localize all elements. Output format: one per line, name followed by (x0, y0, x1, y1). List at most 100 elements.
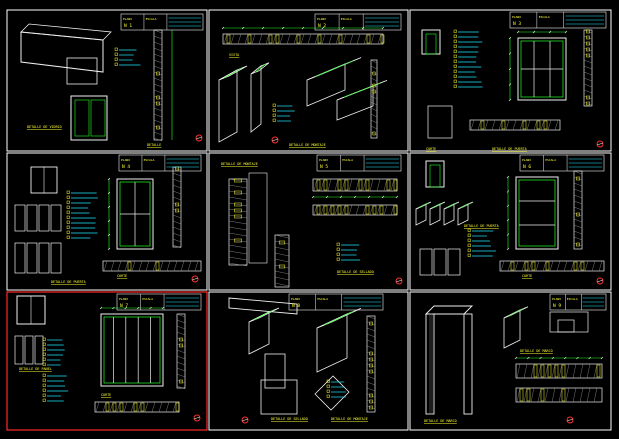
profile-insert (296, 34, 301, 44)
dimension-tick (506, 218, 510, 222)
hatch-line (516, 387, 521, 403)
hatch-line (573, 242, 583, 247)
legend-bullet (453, 69, 457, 73)
hatch-line (376, 204, 381, 216)
plate-caption: PLANO (119, 297, 128, 301)
hatch-line (370, 33, 375, 45)
legend-bullet (326, 379, 330, 383)
profile-insert (155, 261, 160, 271)
profile-insert (531, 261, 536, 271)
legend-bullet (66, 235, 70, 239)
profile-insert (379, 205, 384, 215)
profile-insert (369, 321, 373, 326)
hatch-line (223, 33, 228, 45)
hatch-line (153, 119, 163, 124)
profile-elevation (419, 248, 433, 276)
hatch-line (573, 224, 583, 229)
profile-insert (278, 264, 286, 269)
hatch-line (572, 363, 577, 379)
hatch-line (172, 226, 182, 231)
hatch-line (549, 260, 554, 272)
hatch-line (583, 29, 593, 34)
wall-section (248, 172, 268, 264)
hatch-line (507, 260, 512, 272)
profile-insert (179, 379, 183, 384)
hatch-line (251, 33, 256, 45)
plate-number: N 9 (553, 303, 561, 309)
hatch-line (514, 260, 519, 272)
title-block (118, 154, 202, 172)
hatch-line (320, 204, 325, 216)
profile-elevation (14, 204, 26, 232)
firm-logo-icon-stroke (596, 279, 604, 283)
profile-insert (586, 29, 590, 34)
dimension-tick (508, 67, 512, 71)
hatch-line (556, 260, 561, 272)
profile-insert (586, 41, 590, 46)
hatch-line (228, 202, 248, 207)
profile-insert (179, 337, 183, 342)
hatch-line (370, 119, 378, 124)
hatch-line (498, 119, 503, 131)
hatch-line (370, 59, 378, 64)
plate-caption: PLANO (121, 158, 130, 162)
detail-caption: DETALLE DE PUERTA (464, 224, 499, 228)
hatch-line (477, 119, 482, 131)
profile-insert (510, 261, 515, 271)
dimension-tick (508, 36, 512, 40)
hatch-line (172, 190, 182, 195)
hatch-line (348, 178, 353, 192)
scale-caption: ESCALA (144, 158, 155, 162)
legend-bullet (42, 337, 46, 341)
hatch-line (523, 363, 528, 379)
profile-insert (268, 34, 273, 44)
legend-bullet (326, 384, 330, 388)
hatch-line (366, 405, 376, 410)
hatch-line (274, 252, 290, 257)
hatch-line (237, 33, 242, 45)
profile-insert (247, 34, 252, 44)
hatch-line (583, 95, 593, 100)
hatch-line (172, 208, 182, 213)
hatch-line (356, 33, 361, 45)
detail-caption: CORTE (117, 274, 127, 278)
plate-number: N 1 (124, 23, 132, 29)
title-block (314, 13, 402, 31)
legend-bullet (326, 394, 330, 398)
profile-insert (533, 364, 538, 378)
detail-caption: DETALLE DE VIDRIO (27, 125, 62, 129)
hatch-line (370, 71, 378, 76)
hatch-line (172, 401, 177, 413)
hatch-line (370, 125, 378, 130)
hatch-line (279, 33, 284, 45)
legend-bullet (336, 257, 340, 261)
hatch-line (535, 260, 540, 272)
profile-insert (536, 120, 541, 130)
hatch-line (366, 363, 376, 368)
hatch-line (334, 178, 339, 192)
hatch-line (286, 33, 291, 45)
hatch-line (370, 131, 378, 136)
detail-caption: DETALLE DE MONTAJE (289, 143, 326, 147)
profile-insert (369, 405, 373, 410)
firm-logo-icon (395, 277, 403, 285)
hatch-line (117, 260, 122, 272)
profile-elevation (14, 242, 26, 274)
door-thumbnail-leaf (425, 33, 437, 55)
hatch-line (153, 107, 163, 112)
hatch-line (544, 387, 549, 403)
dimension-tick (527, 356, 530, 360)
hatch-line (526, 119, 531, 131)
profile-elevation (14, 335, 24, 365)
hatch-line (153, 101, 163, 106)
dimension-tick (107, 205, 111, 209)
hatch-line (130, 401, 135, 413)
profile-insert (275, 34, 280, 44)
dimension-tick (395, 195, 399, 199)
door-leaf (74, 99, 90, 137)
panel-border (6, 291, 208, 431)
profile-insert (234, 190, 242, 195)
profile-detail (66, 57, 98, 85)
hatch-line (153, 131, 163, 136)
